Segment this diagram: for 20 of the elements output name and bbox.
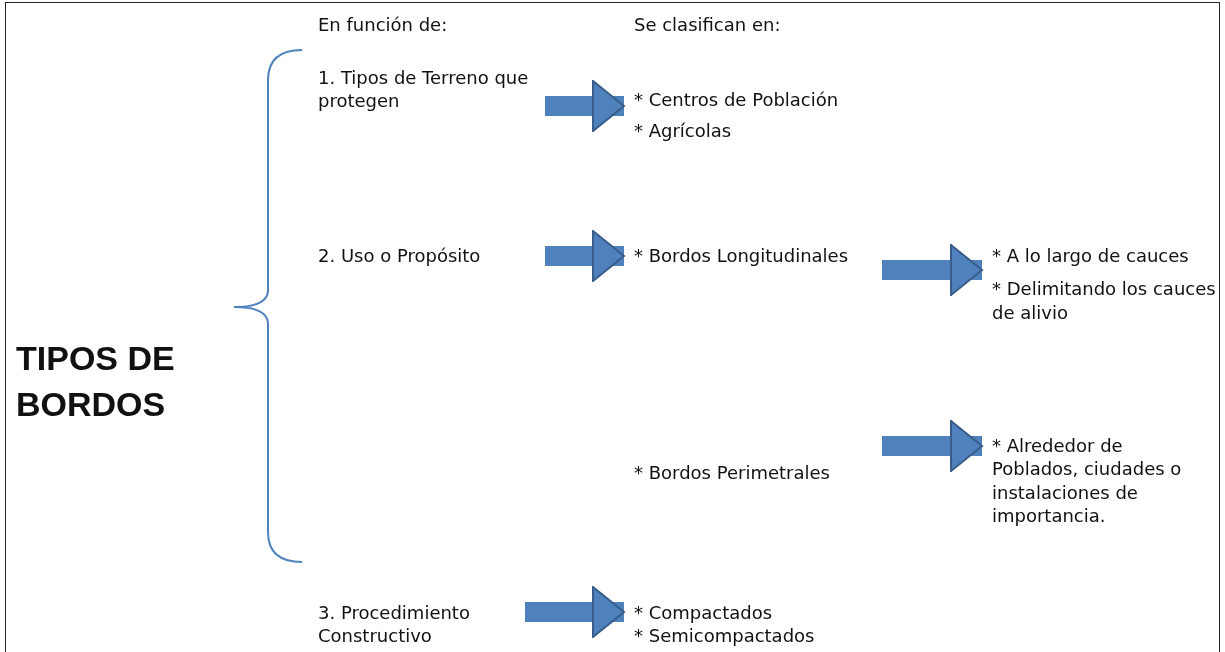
block-arrow bbox=[882, 244, 983, 296]
column-heading: Se clasifican en: bbox=[634, 14, 781, 35]
node-text: * A lo largo de cauces bbox=[992, 244, 1190, 268]
block-arrow bbox=[525, 586, 625, 638]
node-text: 2. Uso o Propósito bbox=[318, 244, 482, 268]
node-text: 1. Tipos de Terreno que protegen bbox=[318, 66, 530, 113]
node-text: * Centros de Población bbox=[634, 88, 840, 112]
node-text: * Compactados bbox=[634, 601, 774, 625]
block-arrow bbox=[882, 420, 983, 472]
node-text: 3. Procedimiento Constructivo bbox=[318, 601, 471, 648]
node-text: * Alrededor de Poblados, ciudades o instalaciones de importancia. bbox=[992, 434, 1183, 528]
node-text: * Bordos Longitudinales bbox=[634, 244, 850, 268]
node-text: * Delimitando los cauces de alivio bbox=[992, 277, 1217, 325]
node-text: * Bordos Perimetrales bbox=[634, 460, 831, 484]
block-arrow bbox=[545, 80, 625, 132]
node-text: * Semicompactados bbox=[634, 624, 816, 648]
title-text: TIPOS DE BORDOS bbox=[16, 338, 176, 425]
column-heading: En función de: bbox=[318, 14, 448, 35]
block-arrow bbox=[545, 230, 625, 282]
node-text: * Agrícolas bbox=[634, 119, 733, 143]
